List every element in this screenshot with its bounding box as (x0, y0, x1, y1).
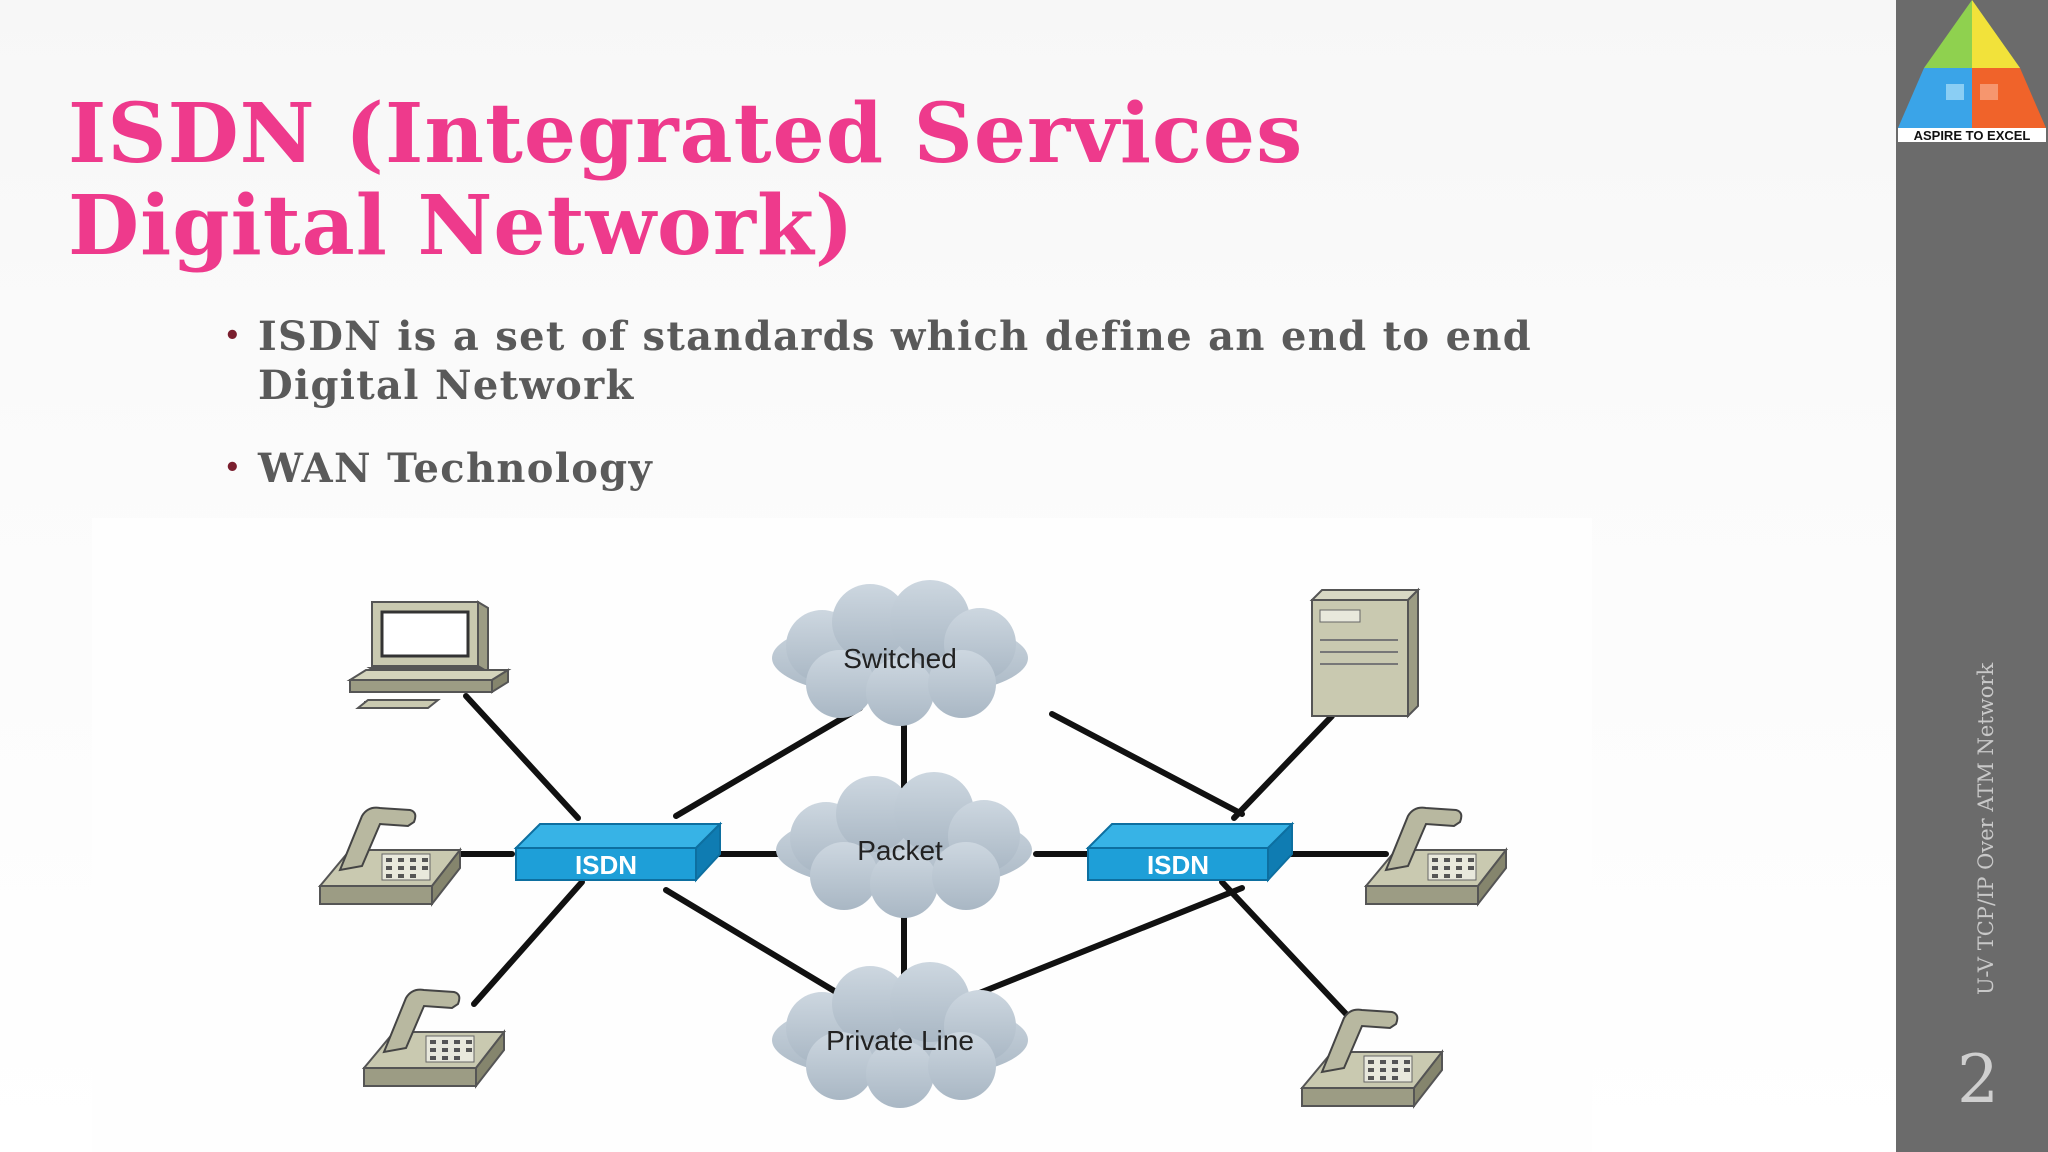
connection-lines (355, 693, 1389, 1019)
cloud-label: Packet (857, 835, 943, 866)
telephone-icon (1301, 1008, 1443, 1107)
computer-icon (346, 600, 512, 709)
isdn-switch-icon: ISDN (515, 823, 721, 881)
isdn-switch-icon: ISDN (1087, 823, 1293, 881)
telephone-icon (319, 806, 461, 905)
bullet-list: • ISDN is a set of standards which define… (224, 312, 1664, 493)
bullet-icon: • (224, 321, 242, 351)
cloud-label: Private Line (826, 1025, 974, 1056)
cloud-switched: Switched (772, 580, 1028, 726)
logo-text: ASPIRE TO EXCEL (1914, 128, 2031, 143)
bullet-item: • ISDN is a set of standards which define… (224, 312, 1664, 410)
slide: ISDN (Integrated Services Digital Networ… (0, 0, 1896, 1152)
isdn-switch-label: ISDN (575, 850, 637, 880)
aspire-logo: ASPIRE TO EXCEL (1898, 0, 2046, 143)
cloud-label: Switched (843, 643, 957, 674)
telephone-icon (363, 988, 505, 1087)
sidebar (1896, 0, 2048, 1152)
bullet-item: • WAN Technology (224, 444, 1664, 493)
cloud-private-line: Private Line (772, 962, 1028, 1108)
isdn-network-diagram: ISDN ISDN Switched Packet Private Line (92, 518, 1592, 1152)
bullet-icon: • (224, 453, 242, 483)
bullet-text: WAN Technology (258, 445, 653, 492)
bullet-text: ISDN is a set of standards which define … (258, 313, 1532, 409)
server-icon (1309, 587, 1421, 719)
vertical-label: U-V TCP/IP Over ATM Network (1974, 662, 1998, 995)
isdn-switch-label: ISDN (1147, 850, 1209, 880)
page-number: 2 (1957, 1041, 1999, 1118)
cloud-packet: Packet (776, 772, 1032, 918)
slide-title: ISDN (Integrated Services Digital Networ… (68, 86, 1304, 274)
